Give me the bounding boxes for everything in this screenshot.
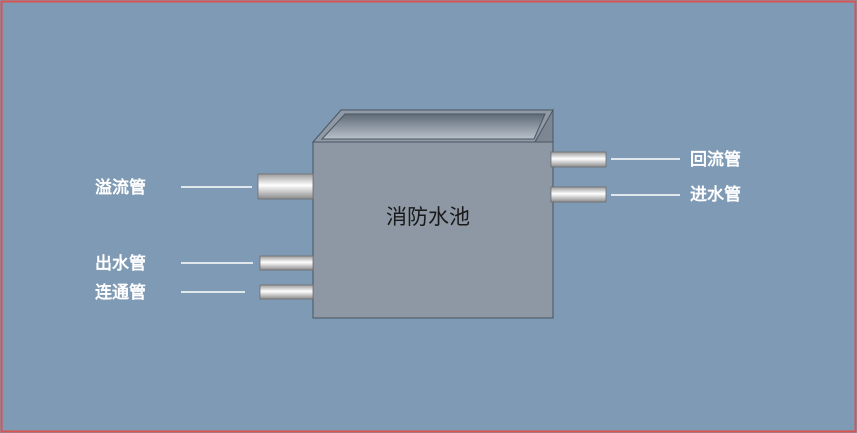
connecting-label: 连通管 bbox=[95, 282, 146, 303]
water-tank: 消防水池 bbox=[311, 108, 554, 319]
overflow-pipe bbox=[257, 173, 314, 200]
return-pipe bbox=[550, 151, 607, 168]
inlet-pipe bbox=[550, 186, 607, 203]
outlet-pipe bbox=[259, 255, 314, 271]
overflow-label: 溢流管 bbox=[95, 177, 146, 198]
inlet-label: 进水管 bbox=[690, 184, 741, 205]
tank-opening bbox=[320, 113, 546, 140]
connecting-pipe bbox=[259, 284, 314, 300]
tank-label: 消防水池 bbox=[386, 205, 470, 229]
tank-front-face bbox=[312, 141, 554, 319]
return-label: 回流管 bbox=[690, 149, 741, 170]
outlet-label: 出水管 bbox=[95, 253, 146, 274]
